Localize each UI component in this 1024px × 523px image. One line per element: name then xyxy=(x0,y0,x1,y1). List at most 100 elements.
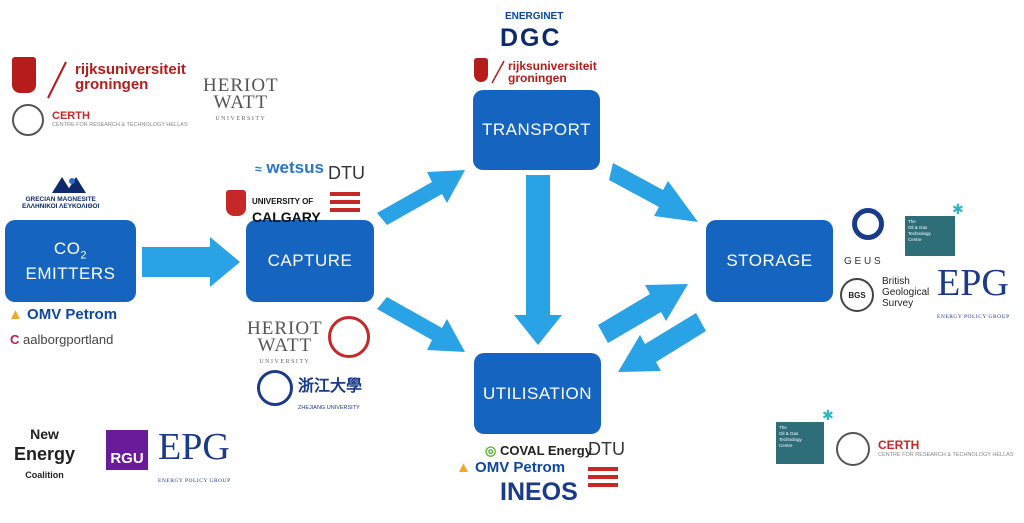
rug-slash-icon xyxy=(47,61,67,99)
dtu-logo-utilisation: DTU xyxy=(588,439,625,460)
calgary-shield-icon xyxy=(226,190,246,216)
arrow-capture-to-transport xyxy=(377,170,465,225)
rug-t-line2: groningen xyxy=(508,71,567,85)
oil-gas-centre-logo-bottom: The Oil & Gas Technology Centre xyxy=(776,422,824,464)
epg-b-sub: ENERGY POLICY GROUP xyxy=(158,478,231,484)
emitters-label: EMITTERS xyxy=(25,263,116,283)
certh-seal-icon xyxy=(12,104,44,136)
omv-flame-icon: ▲ xyxy=(8,306,23,323)
hw2-sub: UNIVERSITY xyxy=(259,359,311,365)
calgary-logo: UNIVERSITY OF CALGARY xyxy=(252,191,321,227)
dtu-stripes-icon-u xyxy=(588,467,618,487)
node-transport: TRANSPORT xyxy=(473,90,600,170)
coval-icon: ◎ xyxy=(485,443,497,458)
certh-seal-icon-bottom xyxy=(836,432,870,466)
certh-logo-bottom: CERTH CENTRE FOR RESEARCH & TECHNOLOGY H… xyxy=(878,438,1014,458)
omv-petrom-logo-utilisation: ▲ OMV Petrom xyxy=(456,459,565,476)
oil-gas-centre-logo-storage: The Oil & Gas Technology Centre xyxy=(905,216,955,256)
wetsus-logo: ≈ wetsus xyxy=(255,158,324,178)
new-energy-coalition-logo: New Energy Coalition xyxy=(14,426,75,483)
dgc-logo: DGC xyxy=(500,24,562,53)
co2-subscript: 2 xyxy=(80,249,88,262)
ineos-text: INEOS xyxy=(500,478,578,506)
arrow-utilisation-to-storage xyxy=(598,284,688,343)
hw2-line1: HERIOT xyxy=(247,318,323,339)
coval-logo: ◎ COVAL Energy xyxy=(485,443,592,459)
zhejiang-seal-icon xyxy=(257,370,293,406)
hw-sub: UNIVERSITY xyxy=(215,116,267,122)
arrow-transport-to-storage xyxy=(609,163,698,222)
arrow-capture-to-utilisation xyxy=(377,297,465,352)
zhejiang-sub: ZHEJIANG UNIVERSITY xyxy=(298,405,360,411)
aalborg-logo: C aalborgportland xyxy=(10,332,113,347)
geus-circle-icon xyxy=(852,208,884,240)
arrow-emitters-to-capture xyxy=(142,237,240,287)
bgs-line3: Survey xyxy=(882,298,914,309)
rgu-text: RGU xyxy=(110,450,144,467)
energinet-text: ENERGINET xyxy=(505,11,564,22)
certh-b-name: CERTH xyxy=(878,438,920,452)
zhejiang-chars: 浙江大學 xyxy=(298,378,363,395)
university-seal-icon xyxy=(328,316,370,358)
bgs-badge-icon: BGS xyxy=(840,278,874,312)
ogtc-line1: The xyxy=(908,219,916,224)
certh-full: CENTRE FOR RESEARCH & TECHNOLOGY HELLAS xyxy=(52,122,188,128)
epg-text: EPG xyxy=(937,262,1009,304)
dgc-text: DGC xyxy=(500,24,562,52)
coval-text: COVAL Energy xyxy=(499,443,592,458)
rug-logo-transport: rijksuniversiteit groningen xyxy=(508,60,597,84)
wetsus-wave-icon: ≈ xyxy=(255,162,262,176)
nec-line1: New xyxy=(30,426,59,442)
rug-slash-icon-transport xyxy=(491,60,505,84)
ogtc-b-line4: Centre xyxy=(779,443,793,448)
epg-logo-bottom: EPG ENERGY POLICY GROUP xyxy=(158,428,231,498)
epg-b-text: EPG xyxy=(158,426,230,468)
ogtc-line2: Oil & Gas xyxy=(908,225,928,230)
nec-line3: Coalition xyxy=(25,470,64,480)
dtu-logo-capture: DTU xyxy=(328,163,365,184)
hw2-line2: WATT xyxy=(257,335,313,356)
co2-label: CO xyxy=(53,238,81,258)
calgary-line1: UNIVERSITY OF xyxy=(252,197,314,206)
dtu-text: DTU xyxy=(328,163,365,183)
rug-t-line1: rijksuniversiteit xyxy=(508,59,597,73)
heriot-watt-logo-top: HERIOT WATT UNIVERSITY xyxy=(203,76,279,128)
geus-text: G E U S xyxy=(844,256,881,267)
dtu-stripes-icon xyxy=(330,192,360,212)
arrow-transport-to-utilisation xyxy=(514,175,562,345)
aalborg-text: aalborgportland xyxy=(23,332,114,347)
bgs-badge-text: BGS xyxy=(848,290,866,300)
bgs-line2: Geological xyxy=(882,287,930,298)
capture-label: CAPTURE xyxy=(267,251,353,271)
transport-label: TRANSPORT xyxy=(481,120,592,140)
nec-line2: Energy xyxy=(14,444,76,464)
ogtc-b-line3: Technology xyxy=(779,437,802,442)
ogtc-line3: Technology xyxy=(908,231,931,236)
rug-logo: rijksuniversiteit groningen xyxy=(75,62,186,92)
rug-shield-icon-transport xyxy=(474,58,488,82)
ineos-logo: INEOS xyxy=(500,478,578,507)
zhejiang-logo: 浙江大學 ZHEJIANG UNIVERSITY xyxy=(298,372,362,414)
certh-logo-top: CERTH CENTRE FOR RESEARCH & TECHNOLOGY H… xyxy=(52,110,188,128)
hw-line2: WATT xyxy=(213,92,269,113)
omv-petrom-logo-emitters: ▲ OMV Petrom xyxy=(8,306,117,323)
omv-petrom-text: OMV Petrom xyxy=(27,306,118,323)
grecian-magnesite-icon xyxy=(52,177,86,193)
ogtc-star-icon: ✱ xyxy=(952,201,964,217)
storage-label: STORAGE xyxy=(726,251,813,271)
wetsus-text: wetsus xyxy=(266,158,324,177)
dtu-u-text: DTU xyxy=(588,439,625,459)
grecian-line1: GRECIAN MAGNESITE xyxy=(25,196,96,203)
rug-line1: rijksuniversiteit xyxy=(75,61,186,78)
heriot-watt-logo-capture: HERIOT WATT UNIVERSITY xyxy=(247,318,323,371)
energinet-logo: ENERGINET xyxy=(505,11,563,22)
certh-b-full: CENTRE FOR RESEARCH & TECHNOLOGY HELLAS xyxy=(878,452,1014,458)
ogtc-b-line2: Oil & Gas xyxy=(779,431,799,436)
utilisation-label: UTILISATION xyxy=(482,383,593,403)
ogtc-line4: Centre xyxy=(908,237,922,242)
rug-line2: groningen xyxy=(75,76,149,93)
rug-shield-icon xyxy=(12,57,36,93)
ogtc-b-line1: The xyxy=(779,425,787,430)
node-utilisation: UTILISATION xyxy=(474,353,601,434)
